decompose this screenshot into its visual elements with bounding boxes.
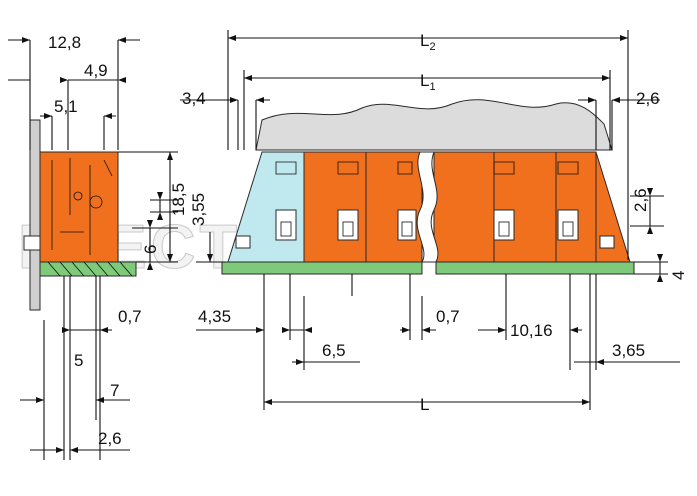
- side-dim-depth-c: 5,1: [54, 97, 78, 116]
- front-view-module-1: [303, 151, 367, 263]
- release-slots: [275, 161, 579, 175]
- front-dim-right-height: 2,6: [631, 188, 650, 212]
- right-test-opening: [599, 235, 615, 249]
- front-dim-right-offset: 2,6: [636, 89, 660, 108]
- side-view-housing-detail: [51, 158, 113, 255]
- front-dim-right-pcb: 4: [669, 271, 688, 280]
- clamp-window: [337, 209, 359, 241]
- side-view: 12,8 4,9 5,1 18,5 3,55 6 0,7 5 7 2,6: [8, 33, 208, 460]
- side-view-base-hatch: [47, 261, 133, 277]
- front-view-module-4: [493, 151, 557, 263]
- front-view: L2 L1 L 3,4 2,6 2,6 4 4,35 6,5 0,7 10,16…: [180, 30, 688, 414]
- side-dim-pin-a: 5: [74, 351, 83, 370]
- side-dim-height-b: 3,55: [189, 193, 208, 226]
- front-view-pcb-base-left: [221, 261, 423, 275]
- front-view-module-2: [365, 151, 423, 263]
- front-dim-right-edge: 3,65: [612, 341, 645, 360]
- front-view-pins: [289, 274, 571, 296]
- front-view-pcb-base-right: [435, 261, 635, 275]
- side-dim-pin-b: 7: [110, 381, 119, 400]
- front-view-module-5: [555, 151, 597, 263]
- side-view-screw-hole: [89, 195, 103, 209]
- left-test-opening: [235, 235, 251, 249]
- front-dim-length-overall-sub: 2: [429, 41, 435, 53]
- front-dim-length-mid-sub: 1: [429, 81, 435, 93]
- side-dim-overall-depth: 12,8: [48, 33, 81, 52]
- side-view-pcb-base: [39, 261, 137, 277]
- front-dim-pitch: 10,16: [510, 321, 553, 340]
- front-dim-left-edge: 4,35: [198, 307, 231, 326]
- front-dim-pin-offset: 6,5: [322, 341, 346, 360]
- clamp-window: [275, 209, 297, 241]
- side-dim-height-c: 6: [141, 245, 160, 254]
- side-view-wire-entry: [23, 235, 41, 251]
- front-view-clamps: [235, 161, 615, 249]
- side-dim-depth-b: 4,9: [84, 61, 108, 80]
- clamp-window: [557, 209, 579, 241]
- clamp-window: [493, 209, 515, 241]
- front-dim-length-overall-symbol: L: [420, 31, 429, 50]
- front-dim-length-mid-symbol: L: [420, 71, 429, 90]
- clamp-spring: [342, 221, 354, 237]
- front-view-cover-panel: [255, 99, 613, 151]
- side-view-mount-plate: [29, 119, 41, 311]
- clamp-spring: [401, 221, 413, 237]
- clamp-spring: [562, 221, 574, 237]
- side-dim-overall-height: 18,5: [169, 183, 188, 216]
- side-view-pins: [63, 276, 101, 300]
- front-dim-length-pitch-total: L: [420, 395, 429, 414]
- front-dim-left-offset: 3,4: [182, 89, 206, 108]
- side-view-clamp-hole: [73, 191, 83, 201]
- front-view-module-3: [433, 151, 495, 263]
- front-dim-pin-dia: 0,7: [436, 307, 460, 326]
- front-dim-length-overall: L2: [420, 31, 436, 53]
- clamp-spring: [280, 221, 292, 237]
- side-dim-pin-c: 2,6: [98, 429, 122, 448]
- front-dim-length-mid: L1: [420, 71, 436, 93]
- clamp-spring: [498, 221, 510, 237]
- clamp-window: [397, 209, 417, 241]
- side-dim-pin-dia: 0,7: [118, 307, 142, 326]
